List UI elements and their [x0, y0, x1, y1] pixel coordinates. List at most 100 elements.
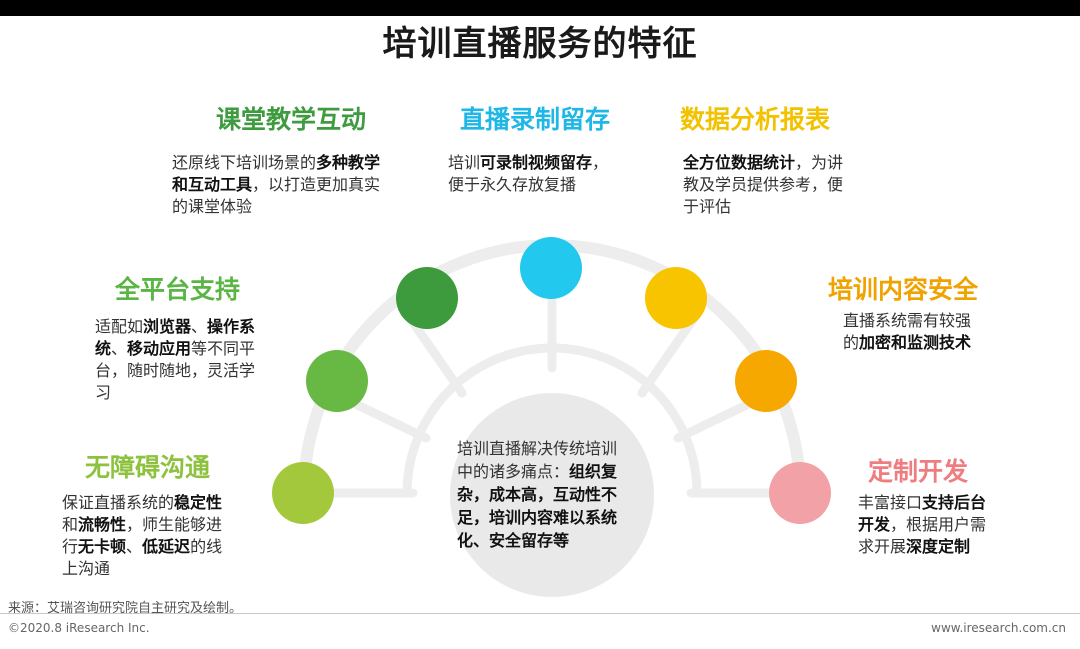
text-line: 教及学员提供参考，便	[683, 174, 883, 196]
text-line: 的加密和监测技术	[843, 332, 1043, 354]
center-circle	[450, 393, 654, 597]
body-text: 和	[62, 515, 79, 534]
emphasis-text: 浏览器	[143, 317, 192, 336]
circle-all-platform	[306, 350, 368, 412]
emphasis-text: 无卡顿	[78, 537, 127, 556]
circle-record	[520, 237, 582, 299]
body-text: 还原线下培训场景的	[172, 153, 317, 172]
feature-title-record: 直播录制留存	[460, 105, 611, 134]
feature-desc-custom: 丰富接口支持后台开发，根据用户需求开展深度定制	[858, 492, 1058, 558]
feature-title-security: 培训内容安全	[828, 275, 979, 304]
body-text: 、	[111, 339, 128, 358]
text-line: 全方位数据统计，为讲	[683, 152, 883, 174]
body-text: 适配如	[95, 317, 144, 336]
feature-desc-security: 直播系统需有较强的加密和监测技术	[843, 310, 1043, 354]
website-link[interactable]: www.iresearch.com.cn	[931, 621, 1066, 635]
inner-arc	[402, 343, 702, 494]
feature-title-all-platform: 全平台支持	[115, 275, 241, 304]
body-text: 丰富接口	[858, 493, 923, 512]
emphasis-text: 稳定性	[174, 493, 223, 512]
feature-desc-analytics: 全方位数据统计，为讲教及学员提供参考，便于评估	[683, 152, 883, 218]
page-title: 培训直播服务的特征	[382, 24, 698, 64]
body-text: 、	[126, 537, 143, 556]
text-line: 培训可录制视频留存，	[448, 152, 648, 174]
text-line: 适配如浏览器、操作系	[95, 316, 295, 338]
emphasis-text: 操作系	[207, 317, 256, 336]
body-text: 教及学员提供参考，便	[683, 175, 844, 194]
body-text: 的线	[190, 537, 223, 556]
text-line: 于评估	[683, 196, 883, 218]
source-note: 来源：艾瑞咨询研究院自主研究及绘制。	[8, 601, 243, 616]
center-pain-points: 培训直播解决传统培训中的诸多痛点：组织复杂，成本高，互动性不足，培训内容难以系统…	[457, 437, 657, 552]
body-text: 于评估	[683, 197, 732, 216]
body-text: 培训	[448, 153, 481, 172]
emphasis-text: 足，培训内容难以系统	[457, 508, 618, 527]
emphasis-text: 统	[95, 339, 112, 358]
text-line: 的课堂体验	[172, 196, 452, 218]
text-line: 行无卡顿、低延迟的线	[62, 536, 262, 558]
footer-divider	[0, 613, 1080, 614]
circle-analytics	[645, 267, 707, 329]
body-text: 习	[95, 383, 112, 402]
body-text: 保证直播系统的	[62, 493, 175, 512]
body-text: 、	[191, 317, 208, 336]
emphasis-text: 支持后台	[922, 493, 987, 512]
body-text: 中的诸多痛点：	[457, 462, 570, 481]
text-line: 中的诸多痛点：组织复	[457, 460, 657, 483]
emphasis-text: 加密和监测技术	[859, 333, 972, 352]
text-line: 和流畅性，师生能够进	[62, 514, 262, 536]
text-line: 培训直播解决传统培训	[457, 437, 657, 460]
body-text: 行	[62, 537, 79, 556]
feature-desc-classroom: 还原线下培训场景的多种教学和互动工具，以打造更加真实的课堂体验	[172, 152, 452, 218]
emphasis-text: 可录制视频留存	[480, 153, 593, 172]
top-bar	[0, 0, 1080, 16]
text-line: 杂，成本高，互动性不	[457, 483, 657, 506]
body-text: 的课堂体验	[172, 197, 253, 216]
text-line: 便于永久存放复播	[448, 174, 648, 196]
text-line: 保证直播系统的稳定性	[62, 492, 262, 514]
emphasis-text: 组织复	[569, 462, 618, 481]
circle-security	[735, 350, 797, 412]
text-line: 求开展深度定制	[858, 536, 1058, 558]
feature-desc-record: 培训可录制视频留存，便于永久存放复播	[448, 152, 648, 196]
emphasis-text: 移动应用	[127, 339, 192, 358]
body-text: 上沟通	[62, 559, 111, 578]
body-text: 便于永久存放复播	[448, 175, 577, 194]
circle-custom	[769, 462, 831, 524]
body-text: 等不同平	[191, 339, 256, 358]
body-text: ，以打造更加真实	[252, 175, 381, 194]
circle-barrier-free	[272, 462, 334, 524]
body-text: ，根据用户需	[890, 515, 987, 534]
text-line: 上沟通	[62, 558, 262, 580]
body-text: 的	[843, 333, 860, 352]
emphasis-text: 全方位数据统计	[683, 153, 796, 172]
copyright: ©2020.8 iResearch Inc.	[8, 621, 150, 635]
body-text: ，	[592, 153, 609, 172]
feature-desc-barrier-free: 保证直播系统的稳定性和流畅性，师生能够进行无卡顿、低延迟的线上沟通	[62, 492, 262, 580]
feature-title-classroom: 课堂教学互动	[216, 105, 367, 134]
emphasis-text: 和互动工具	[172, 175, 253, 194]
text-line: 丰富接口支持后台	[858, 492, 1058, 514]
emphasis-text: 化、安全留存等	[457, 531, 570, 550]
feature-desc-all-platform: 适配如浏览器、操作系统、移动应用等不同平台，随时随地，灵活学习	[95, 316, 295, 404]
text-line: 统、移动应用等不同平	[95, 338, 295, 360]
body-text: 培训直播解决传统培训	[457, 439, 618, 458]
body-text: ，师生能够进	[126, 515, 223, 534]
text-line: 化、安全留存等	[457, 529, 657, 552]
emphasis-text: 杂，成本高，互动性不	[457, 485, 618, 504]
body-text: ，为讲	[795, 153, 844, 172]
emphasis-text: 低延迟	[142, 537, 191, 556]
body-text: 台，随时随地，灵活学	[95, 361, 256, 380]
text-line: 和互动工具，以打造更加真实	[172, 174, 452, 196]
emphasis-text: 流畅性	[78, 515, 127, 534]
text-line: 开发，根据用户需	[858, 514, 1058, 536]
emphasis-text: 多种教学	[316, 153, 381, 172]
body-text: 求开展	[858, 537, 907, 556]
feature-title-barrier-free: 无障碍沟通	[85, 453, 211, 482]
emphasis-text: 开发	[858, 515, 891, 534]
feature-title-analytics: 数据分析报表	[680, 105, 831, 134]
text-line: 台，随时随地，灵活学	[95, 360, 295, 382]
emphasis-text: 深度定制	[906, 537, 971, 556]
